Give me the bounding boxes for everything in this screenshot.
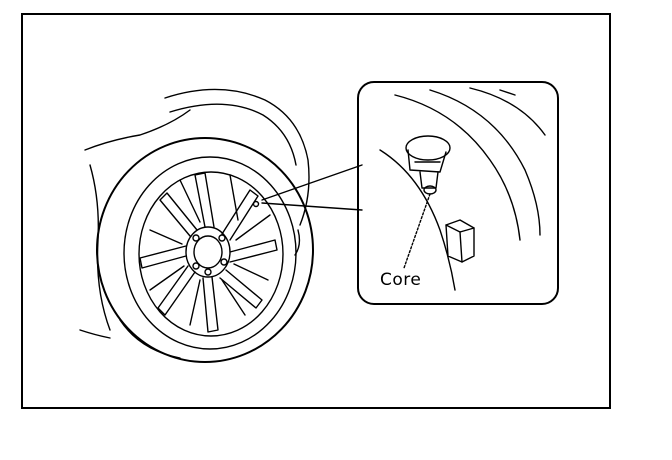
- figure-border: [21, 13, 611, 409]
- callout-pointer: [261, 164, 363, 211]
- wheel-spokes: [139, 172, 278, 333]
- valve-cap: [445, 219, 475, 263]
- core-leader-line: [403, 193, 431, 269]
- valve-stem: [405, 135, 451, 195]
- inset-tire-curves: [379, 87, 546, 291]
- fender-lines: [79, 88, 310, 339]
- tire: [96, 137, 314, 363]
- inset-box: [357, 81, 559, 305]
- core-label: Core: [380, 270, 422, 290]
